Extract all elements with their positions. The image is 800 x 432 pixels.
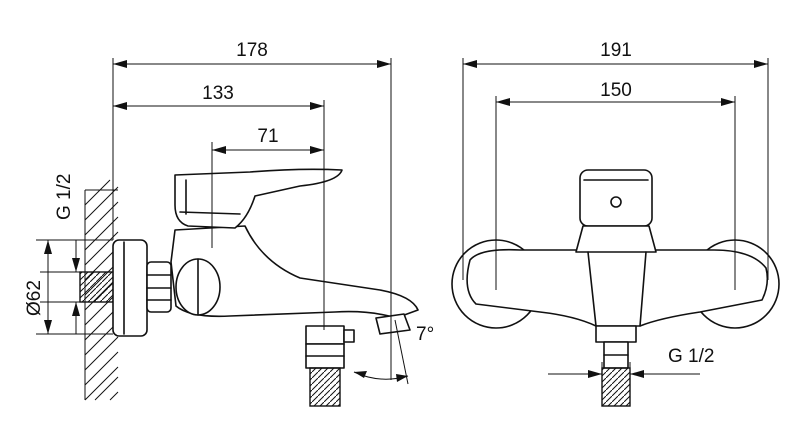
dim-outlet-thread: G 1/2 [548, 346, 714, 380]
mixer-body [170, 225, 419, 319]
dim-flange-diameter: Ø62 [24, 239, 113, 335]
dim-front-width-label: 191 [600, 40, 632, 61]
dim-71: 71 [211, 126, 324, 248]
dim-spout-angle-label: 7° [416, 324, 434, 345]
dim-outlet-thread-label: G 1/2 [668, 346, 714, 367]
front-lever-handle [575, 169, 657, 253]
eccentric-nut [146, 261, 172, 313]
dim-flange-diameter-label: Ø62 [24, 280, 45, 316]
dim-150: 150 [495, 80, 736, 290]
lever-handle [174, 168, 343, 229]
wall-inlet-thread [79, 271, 115, 303]
dim-wall-thread: G 1/2 [40, 174, 84, 334]
dim-wall-thread-label: G 1/2 [54, 174, 75, 220]
shower-outlet [305, 325, 355, 407]
dim-spout-reach-label: 133 [202, 83, 234, 104]
side-view: 178 133 71 G 1/2 [24, 40, 434, 407]
dim-191: 191 [462, 40, 769, 280]
spout-outlet [375, 313, 411, 335]
wall-flange [112, 239, 148, 337]
dim-178: 178 [112, 40, 392, 380]
front-view: 191 150 G 1/2 [451, 40, 780, 407]
dim-spout-angle: 7° [353, 319, 434, 385]
dim-center-distance-label: 150 [600, 80, 632, 101]
dim-handle-offset-label: 71 [257, 126, 278, 147]
dim-overall-width-label: 178 [236, 40, 268, 61]
front-outlet [595, 325, 637, 407]
dim-133: 133 [113, 83, 325, 330]
